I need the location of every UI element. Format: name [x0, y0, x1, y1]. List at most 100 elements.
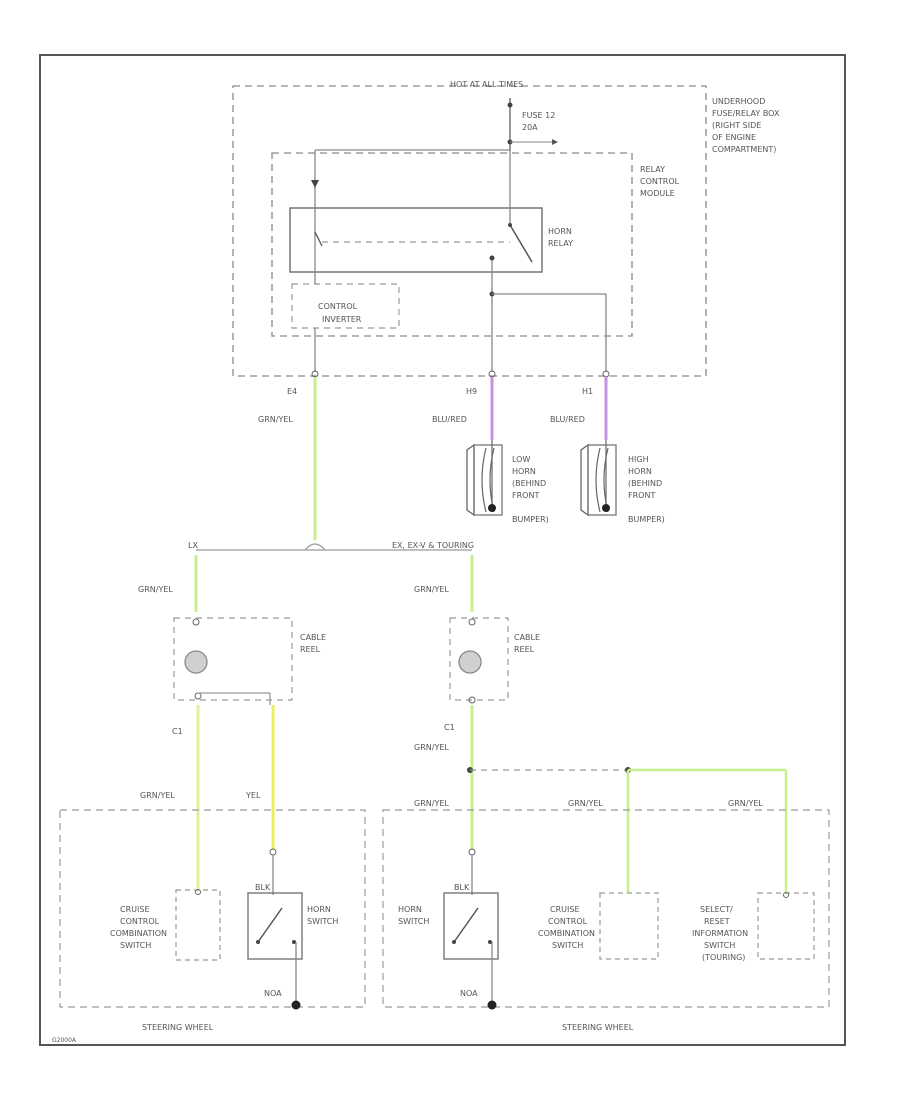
horn-relay-label-1: HORN — [548, 227, 572, 236]
select-label-1: SELECT/ — [700, 905, 733, 914]
low-horn-label-1: LOW — [512, 455, 530, 464]
connector-h9-label: H9 — [466, 387, 477, 396]
relay-module-label-3: MODULE — [640, 189, 675, 198]
relay-module-label-2: CONTROL — [640, 177, 680, 186]
wire-grn-yel-left-label: GRN/YEL — [138, 585, 173, 594]
steering-wheel-right-box — [382, 809, 830, 1008]
connector-c1-right-label: C1 — [444, 723, 455, 732]
connector-c1-left-label: C1 — [172, 727, 183, 736]
wire-grn-yel-left2-label: GRN/YEL — [140, 791, 175, 800]
wire-grn-yel-right3-label: GRN/YEL — [414, 799, 449, 808]
horn-switch-right-label-1: HORN — [398, 905, 422, 914]
relay-output-dot — [489, 255, 495, 261]
cable-reel-right-pin-bottom — [468, 696, 476, 704]
connector-e4-label: E4 — [287, 387, 297, 396]
high-horn-label-3: (BEHIND — [628, 479, 662, 488]
cable-reel-left-label-2: REEL — [300, 645, 321, 654]
relay-contact-dot — [508, 223, 512, 227]
cruise-right-label-3: COMBINATION — [538, 929, 595, 938]
horn-switch-right-contact2-icon — [488, 940, 492, 944]
steering-wheel-left-label: STEERING WHEEL — [142, 1023, 214, 1032]
relay-contact-arm — [509, 224, 533, 263]
relay-control-module-box — [271, 152, 633, 337]
control-label-1: CONTROL — [318, 302, 358, 311]
select-label-4: SWITCH — [704, 941, 735, 950]
horn-switch-left-contact2-icon — [292, 940, 296, 944]
cable-reel-left-pin-bottom — [194, 692, 202, 700]
fuse-dot-top — [507, 102, 513, 108]
high-horn-label-1: HIGH — [628, 455, 649, 464]
variant-split-join — [304, 543, 326, 551]
low-horn-icon — [466, 440, 503, 517]
control-label-2: INVERTER — [322, 315, 362, 324]
corner-code: G2000A — [52, 1037, 77, 1044]
underhood-label-4: OF ENGINE — [712, 133, 756, 142]
underhood-label-2: FUSE/RELAY BOX — [712, 109, 780, 118]
cruise-right-label-1: CRUISE — [550, 905, 580, 914]
ground-left-label: NOA — [264, 989, 282, 998]
high-horn-label-4: FRONT — [628, 491, 655, 500]
fuse-label-1: FUSE 12 — [522, 111, 555, 120]
horn-switch-left-contact-icon — [256, 940, 260, 944]
horn-relay-box — [289, 207, 543, 273]
ground-right-icon — [487, 1000, 497, 1010]
cruise-switch-left-pin — [195, 889, 201, 895]
low-horn-label-3: (BEHIND — [512, 479, 546, 488]
wire-grn-yel-right4-label: GRN/YEL — [568, 799, 603, 808]
cruise-switch-left-box — [175, 889, 221, 961]
blk-right-label: BLK — [454, 883, 470, 892]
connector-h1-label: H1 — [582, 387, 593, 396]
cable-reel-right-icon — [458, 650, 482, 674]
variant-lx-label: LX — [188, 541, 198, 550]
cruise-left-label-1: CRUISE — [120, 905, 150, 914]
cable-reel-left-box — [173, 617, 293, 701]
fuse-label-2: 20A — [522, 123, 538, 132]
cable-reel-right-label-1: CABLE — [514, 633, 540, 642]
control-inverter-box — [291, 283, 400, 329]
horn-switch-right-label-2: SWITCH — [398, 917, 429, 926]
cable-reel-left-icon — [184, 650, 208, 674]
relay-module-label-1: RELAY — [640, 165, 665, 174]
select-label-2: RESET — [704, 917, 730, 926]
horn-switch-left-label-2: SWITCH — [307, 917, 338, 926]
variant-ex-label: EX, EX-V & TOURING — [392, 541, 474, 550]
wire-blu-red-high-label: BLU/RED — [550, 415, 585, 424]
horn-switch-right-box — [443, 892, 499, 960]
underhood-box — [232, 85, 707, 377]
wire-grn-yel-right2-label: GRN/YEL — [414, 743, 449, 752]
feed-arrow-icon — [311, 180, 319, 188]
steering-wheel-right-label: STEERING WHEEL — [562, 1023, 634, 1032]
low-horn-label-4: FRONT — [512, 491, 539, 500]
low-horn-label-2: HORN — [512, 467, 536, 476]
cruise-left-label-4: SWITCH — [120, 941, 151, 950]
ground-right-label: NOA — [460, 989, 478, 998]
horn-switch-right-arm — [453, 907, 479, 943]
relay-coil-symbol — [314, 231, 323, 247]
blk-left-label: BLK — [255, 883, 271, 892]
cable-reel-right-pin-top — [468, 618, 476, 626]
horn-switch-left-label-1: HORN — [307, 905, 331, 914]
cable-reel-left-label-1: CABLE — [300, 633, 326, 642]
steering-wheel-left-box — [59, 809, 366, 1008]
select-label-5: (TOURING) — [702, 953, 745, 962]
cable-reel-left-pin-top — [192, 618, 200, 626]
horn-switch-right-contact-icon — [452, 940, 456, 944]
underhood-label-3: (RIGHT SIDE — [712, 121, 761, 130]
cruise-right-label-2: CONTROL — [548, 917, 588, 926]
cruise-right-label-4: SWITCH — [552, 941, 583, 950]
horn-switch-left-arm — [257, 907, 283, 943]
high-horn-label-2: HORN — [628, 467, 652, 476]
outer-frame — [39, 54, 846, 1046]
high-horn-label-5: BUMPER) — [628, 515, 665, 524]
hot-at-all-times-label: HOT AT ALL TIMES — [450, 80, 523, 89]
select-switch-pin — [783, 892, 789, 898]
cruise-left-label-3: COMBINATION — [110, 929, 167, 938]
horn-relay-label-2: RELAY — [548, 239, 573, 248]
fuse-arrow-icon — [552, 139, 558, 145]
select-label-3: INFORMATION — [692, 929, 748, 938]
high-horn-icon — [580, 440, 617, 517]
cruise-left-label-2: CONTROL — [120, 917, 160, 926]
wire-grn-yel-main-label: GRN/YEL — [258, 415, 293, 424]
cruise-switch-right-box — [599, 892, 659, 960]
